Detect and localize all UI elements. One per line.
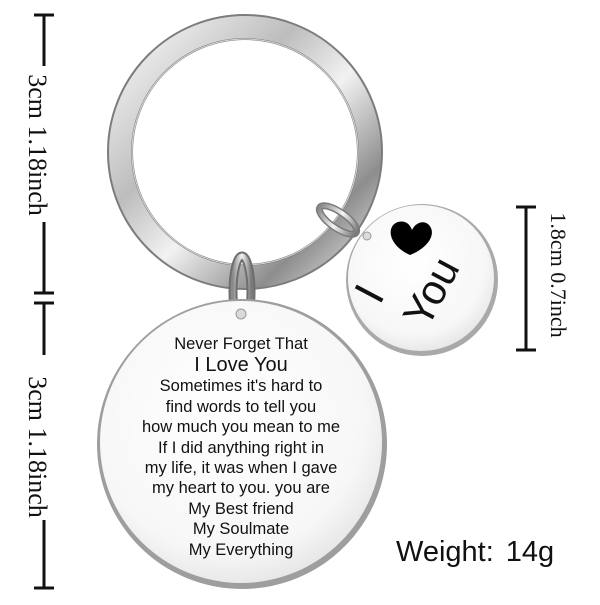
engraving-line: how much you mean to me bbox=[141, 418, 341, 437]
dimension-bracket-bottom bbox=[34, 301, 54, 590]
weight-info: Weight: 14g bbox=[396, 536, 554, 569]
split-key-ring bbox=[107, 14, 383, 290]
weight-value: 14g bbox=[505, 536, 555, 568]
engraving-line: my heart to you. you are bbox=[152, 479, 330, 498]
engraving-line: If I did anything right in bbox=[157, 438, 324, 457]
large-tag-engraving: Never Forget That I Love You Sometimes i… bbox=[100, 334, 382, 560]
engraving-line: Never Forget That bbox=[174, 335, 308, 353]
engraving-line: I Love You bbox=[194, 354, 288, 377]
engraving-line: My Everything bbox=[188, 540, 294, 559]
dimension-label-bottom: 3cm 1.18inch bbox=[23, 376, 52, 518]
engraving-line: Sometimes it's hard to bbox=[159, 377, 323, 396]
weight-label: Weight: bbox=[396, 536, 494, 568]
small-tag bbox=[346, 204, 498, 356]
heart-icon bbox=[390, 221, 432, 255]
engraving-line: My Best friend bbox=[188, 499, 294, 518]
engraving-line: my life, it was when I gave bbox=[144, 459, 338, 478]
dimension-bracket-right bbox=[516, 205, 536, 352]
engraving-line: find words to tell you bbox=[165, 397, 317, 416]
dimension-bracket-top bbox=[34, 13, 54, 295]
dimension-label-small-tag: 1.8cm 0.7inch bbox=[546, 212, 571, 338]
large-tag bbox=[97, 299, 387, 589]
engraving-line: My Soulmate bbox=[192, 520, 290, 539]
jump-ring-small bbox=[315, 202, 361, 238]
dimension-label-top: 3cm 1.18inch bbox=[23, 74, 52, 216]
